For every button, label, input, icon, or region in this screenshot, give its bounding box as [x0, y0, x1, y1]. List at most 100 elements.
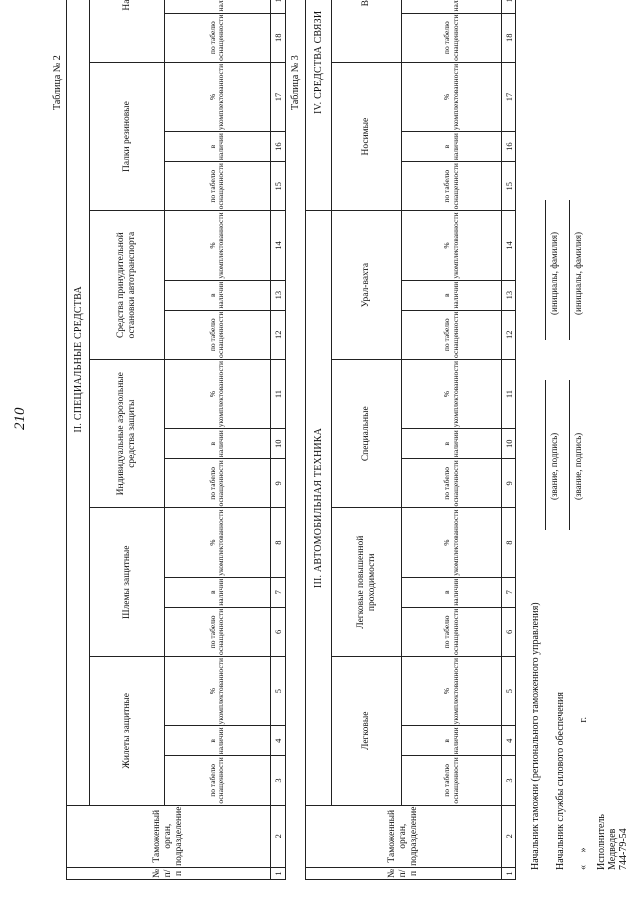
col-number: 4 [270, 725, 286, 756]
sub-label: % укомплектованности [164, 62, 271, 132]
col-number: 11 [270, 359, 286, 429]
col-number: 4 [501, 725, 516, 756]
table2-group: Наручники [89, 0, 165, 63]
col-number: 1 [270, 867, 286, 880]
col-number: 15 [501, 161, 516, 211]
sub-label: в наличии [164, 131, 271, 162]
table3-caption: Таблица № 3 [290, 55, 301, 110]
sub-label: по табелю оснащенности [401, 755, 502, 806]
force-sign-line [569, 380, 570, 530]
col-number: 14 [501, 210, 516, 281]
col-number: 6 [270, 607, 286, 657]
sub-label: по табелю оснащенности [401, 458, 502, 508]
sub-label: в наличии [401, 280, 502, 311]
table3-group: Носимые [331, 62, 402, 211]
table2-group: Индивидуальные аэрозольные средства защи… [89, 359, 165, 508]
table3: № п/п Таможенный орган, подразделение II… [305, 0, 516, 880]
date-line: « » г. [578, 717, 589, 870]
sub-label: по табелю оснащенности [164, 13, 271, 63]
sub-label: в наличии [164, 428, 271, 459]
chief-sign-caption: (звание, подпись) [549, 432, 559, 500]
col-number: 19 [270, 0, 286, 14]
col-number: 3 [270, 755, 286, 806]
table2-group: Шлемы защитные [89, 507, 165, 657]
sub-label: в наличии [401, 725, 502, 756]
col-number: 7 [501, 577, 516, 608]
col-number: 9 [270, 458, 286, 508]
col-number: 18 [501, 13, 516, 63]
col-number: 12 [270, 310, 286, 360]
col-number: 17 [501, 62, 516, 132]
sub-label: по табелю оснащенности [164, 458, 271, 508]
col-number: 16 [501, 131, 516, 162]
sub-label: по табелю оснащенности [401, 13, 502, 63]
col-number: 10 [270, 428, 286, 459]
sub-label: по табелю оснащенности [164, 161, 271, 211]
col-number: 3 [501, 755, 516, 806]
sub-label: % укомплектованности [164, 507, 271, 578]
sub-label: в наличии [401, 577, 502, 608]
col-number: 14 [270, 210, 286, 281]
col-number: 1 [501, 867, 516, 880]
table2-group: Средства принудительной остановки автотр… [89, 210, 165, 360]
table3-group: Урал-вахта [331, 210, 402, 360]
col-number: 12 [501, 310, 516, 360]
sub-label: % укомплектованности [401, 62, 502, 132]
col-number: 6 [501, 607, 516, 657]
table2: № п/п Таможенный орган, подразделение II… [66, 0, 286, 880]
table3-number-row: 1 2 3 4 5 6 7 8 9 10 11 12 13 14 15 16 1… [501, 0, 516, 880]
col-number: 2 [270, 805, 286, 868]
col-number: 11 [501, 359, 516, 429]
executor-label: Исполнитель [596, 814, 607, 870]
sub-label: в наличии [164, 725, 271, 756]
table2-group: Палки резиновые [89, 62, 165, 211]
sub-label: в наличии [164, 577, 271, 608]
sub-label: % укомплектованности [164, 359, 271, 429]
chief-label: Начальник таможни (регионального таможен… [530, 602, 541, 870]
sub-label: % укомплектованности [401, 210, 502, 281]
sub-label: в наличии [401, 0, 502, 14]
executor-name: Медведев [607, 828, 618, 870]
table2-group: Жилеты защитные [89, 656, 165, 806]
col-number: 5 [270, 656, 286, 726]
page-number: 210 [12, 407, 28, 431]
sub-label: в наличии [164, 0, 271, 14]
col-number: 15 [270, 161, 286, 211]
col-number: 8 [270, 507, 286, 578]
sub-label: % укомплектованности [401, 359, 502, 429]
table2-col-org: Таможенный орган, подразделение [66, 805, 271, 868]
sub-label: по табелю оснащенности [401, 161, 502, 211]
col-number: 9 [501, 458, 516, 508]
col-number: 7 [270, 577, 286, 608]
table3-section-auto: III. АВТОМОБИЛЬНАЯ ТЕХНИКА [305, 210, 332, 806]
force-name-line [569, 200, 570, 340]
sub-label: % укомплектованности [164, 656, 271, 726]
sub-label: по табелю оснащенности [164, 310, 271, 360]
table3-section-comm: IV. СРЕДСТВА СВЯЗИ [305, 0, 332, 211]
sub-label: % укомплектованности [401, 507, 502, 578]
table2-number-row: 1 2 3 4 5 6 7 8 9 10 11 12 13 14 15 16 1… [270, 0, 286, 880]
chief-sign-line [545, 380, 546, 530]
col-number: 17 [270, 62, 286, 132]
table2-section-title: II. СПЕЦИАЛЬНЫЕ СРЕДСТВА [66, 0, 90, 806]
col-number: 13 [501, 280, 516, 311]
table3-group: Легковые [331, 656, 402, 806]
table3-group: Возимые [331, 0, 402, 63]
chief-name-caption: (инициалы, фамилия) [549, 232, 559, 315]
sub-label: % укомплектованности [401, 656, 502, 726]
table3-col-no: № п/п [305, 867, 502, 880]
force-label: Начальник службы силового обеспечения [555, 692, 566, 870]
table3-col-org: Таможенный орган, подразделение [305, 805, 502, 868]
table3-group: Специальные [331, 359, 402, 508]
sub-label: по табелю оснащенности [164, 607, 271, 657]
table2-col-no: № п/п [66, 867, 271, 880]
sub-label: в наличии [164, 280, 271, 311]
col-number: 19 [501, 0, 516, 14]
col-number: 2 [501, 805, 516, 868]
sub-label: % укомплектованности [164, 210, 271, 281]
force-sign-caption: (звание, подпись) [573, 432, 583, 500]
table3-group: Легковые повышенной проходимости [331, 507, 402, 657]
col-number: 8 [501, 507, 516, 578]
col-number: 5 [501, 656, 516, 726]
